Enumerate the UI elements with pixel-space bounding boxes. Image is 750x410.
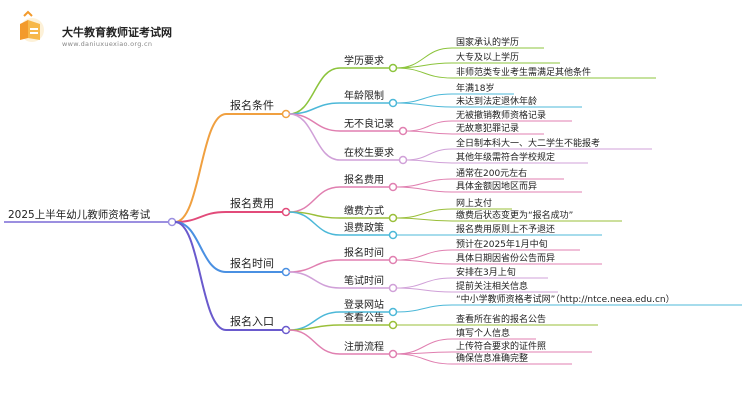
leaf-connector <box>405 130 453 135</box>
branch-connector <box>174 113 227 223</box>
branch-topic: 报名时间 <box>230 256 274 270</box>
branch-connector <box>174 211 227 223</box>
group-topic: 在校生要求 <box>344 146 394 159</box>
brand-url: www.daniuxuexiao.org.cn <box>62 40 153 48</box>
leaf-topic: 国家承认的学历 <box>456 36 519 48</box>
leaf-connector <box>405 148 453 161</box>
group-expand-knob[interactable] <box>388 283 398 293</box>
branch-expand-knob[interactable] <box>281 267 291 277</box>
branch-expand-knob[interactable] <box>281 109 291 119</box>
leaf-topic: 网上支付 <box>456 197 492 209</box>
brand-logo[interactable]: 大牛教育教师证考试网 www.daniuxuexiao.org.cn <box>8 8 172 48</box>
branch-connector <box>174 221 227 273</box>
leaf-topic: “中小学教师资格考试网”（http://ntce.neea.edu.cn） <box>456 293 675 305</box>
leaf-topic: 上传符合要求的证件照 <box>456 340 546 352</box>
leaf-connector <box>395 178 453 188</box>
group-topic: 报名费用 <box>344 173 384 186</box>
group-connector <box>288 271 341 289</box>
leaf-topic: 具体金额因地区而异 <box>456 180 537 192</box>
group-connector <box>288 113 341 161</box>
leaf-connector <box>395 277 453 289</box>
leaf-topic: 大专及以上学历 <box>456 51 519 63</box>
leaf-connector <box>395 67 453 79</box>
leaf-topic: 无被撤销教师资格记录 <box>456 109 546 121</box>
group-topic: 登录网站 <box>344 298 384 311</box>
leaf-connector <box>395 217 453 222</box>
group-expand-knob[interactable] <box>388 213 398 223</box>
group-expand-knob[interactable] <box>388 63 398 73</box>
leaf-connector <box>395 249 453 261</box>
branch-topic: 报名入口 <box>230 314 274 328</box>
group-topic: 查看公告 <box>344 311 384 324</box>
root-expand-knob[interactable] <box>167 217 177 227</box>
group-expand-knob[interactable] <box>388 307 398 317</box>
leaf-topic: 具体日期因省份公告而异 <box>456 252 555 264</box>
branch-expand-knob[interactable] <box>281 207 291 217</box>
group-connector <box>288 329 341 355</box>
brand-mark-icon <box>20 10 44 42</box>
leaf-connector <box>395 353 453 365</box>
leaf-topic: 通常在200元左右 <box>456 167 527 179</box>
branch-topic: 报名条件 <box>230 98 274 112</box>
leaf-topic: 其他年级需符合学校规定 <box>456 151 555 163</box>
group-topic: 学历要求 <box>344 54 384 67</box>
leaf-connector <box>405 159 453 164</box>
group-connector <box>288 113 341 132</box>
group-connector <box>288 67 341 115</box>
group-expand-knob[interactable] <box>388 230 398 240</box>
leaf-connector <box>395 208 453 219</box>
leaf-topic: 填写个人信息 <box>456 327 510 339</box>
group-expand-knob[interactable] <box>398 155 408 165</box>
group-topic: 缴费方式 <box>344 204 384 217</box>
group-connector <box>288 324 341 331</box>
group-connector <box>288 259 341 273</box>
leaf-topic: 查看所在省的报名公告 <box>456 313 546 325</box>
leaf-connector <box>395 304 453 313</box>
branch-connector <box>174 221 227 331</box>
leaf-connector <box>395 186 453 193</box>
group-topic: 注册流程 <box>344 340 384 353</box>
leaf-topic: 安排在3月上旬 <box>456 266 516 278</box>
leaf-topic: 非师范类专业考生需满足其他条件 <box>456 66 591 78</box>
leaf-topic: 报名费用原则上不予退还 <box>456 223 555 235</box>
group-expand-knob[interactable] <box>388 255 398 265</box>
leaf-topic: 全日制本科大一、大二学生不能报考 <box>456 137 600 149</box>
leaf-connector <box>405 120 453 132</box>
group-expand-knob[interactable] <box>398 126 408 136</box>
group-connector <box>288 186 341 213</box>
group-topic: 笔试时间 <box>344 274 384 287</box>
root-topic: 2025上半年幼儿教师资格考试 <box>8 208 151 221</box>
leaf-connector <box>395 102 453 108</box>
group-expand-knob[interactable] <box>388 349 398 359</box>
leaf-connector <box>395 259 453 265</box>
group-topic: 报名时间 <box>344 246 384 259</box>
leaf-topic: 提前关注相关信息 <box>456 280 528 292</box>
leaf-topic: 确保信息准确完整 <box>456 352 528 364</box>
branch-topic: 报名费用 <box>230 196 274 210</box>
group-expand-knob[interactable] <box>388 98 398 108</box>
group-topic: 退费政策 <box>344 221 384 234</box>
leaf-topic: 预计在2025年1月中旬 <box>456 238 548 250</box>
leaf-topic: 未达到法定退休年龄 <box>456 95 537 107</box>
group-topic: 无不良记录 <box>344 117 394 130</box>
group-expand-knob[interactable] <box>388 182 398 192</box>
group-topic: 年龄限制 <box>344 89 384 102</box>
leaf-topic: 年满18岁 <box>456 82 494 94</box>
leaf-connector <box>395 287 453 293</box>
brand-name: 大牛教育教师证考试网 <box>62 26 172 39</box>
branch-expand-knob[interactable] <box>281 325 291 335</box>
leaf-topic: 无故意犯罪记录 <box>456 122 519 134</box>
group-connector <box>288 211 341 236</box>
leaf-topic: 缴费后状态变更为“报名成功” <box>456 209 573 221</box>
leaf-connector <box>395 93 453 104</box>
group-expand-knob[interactable] <box>388 320 398 330</box>
